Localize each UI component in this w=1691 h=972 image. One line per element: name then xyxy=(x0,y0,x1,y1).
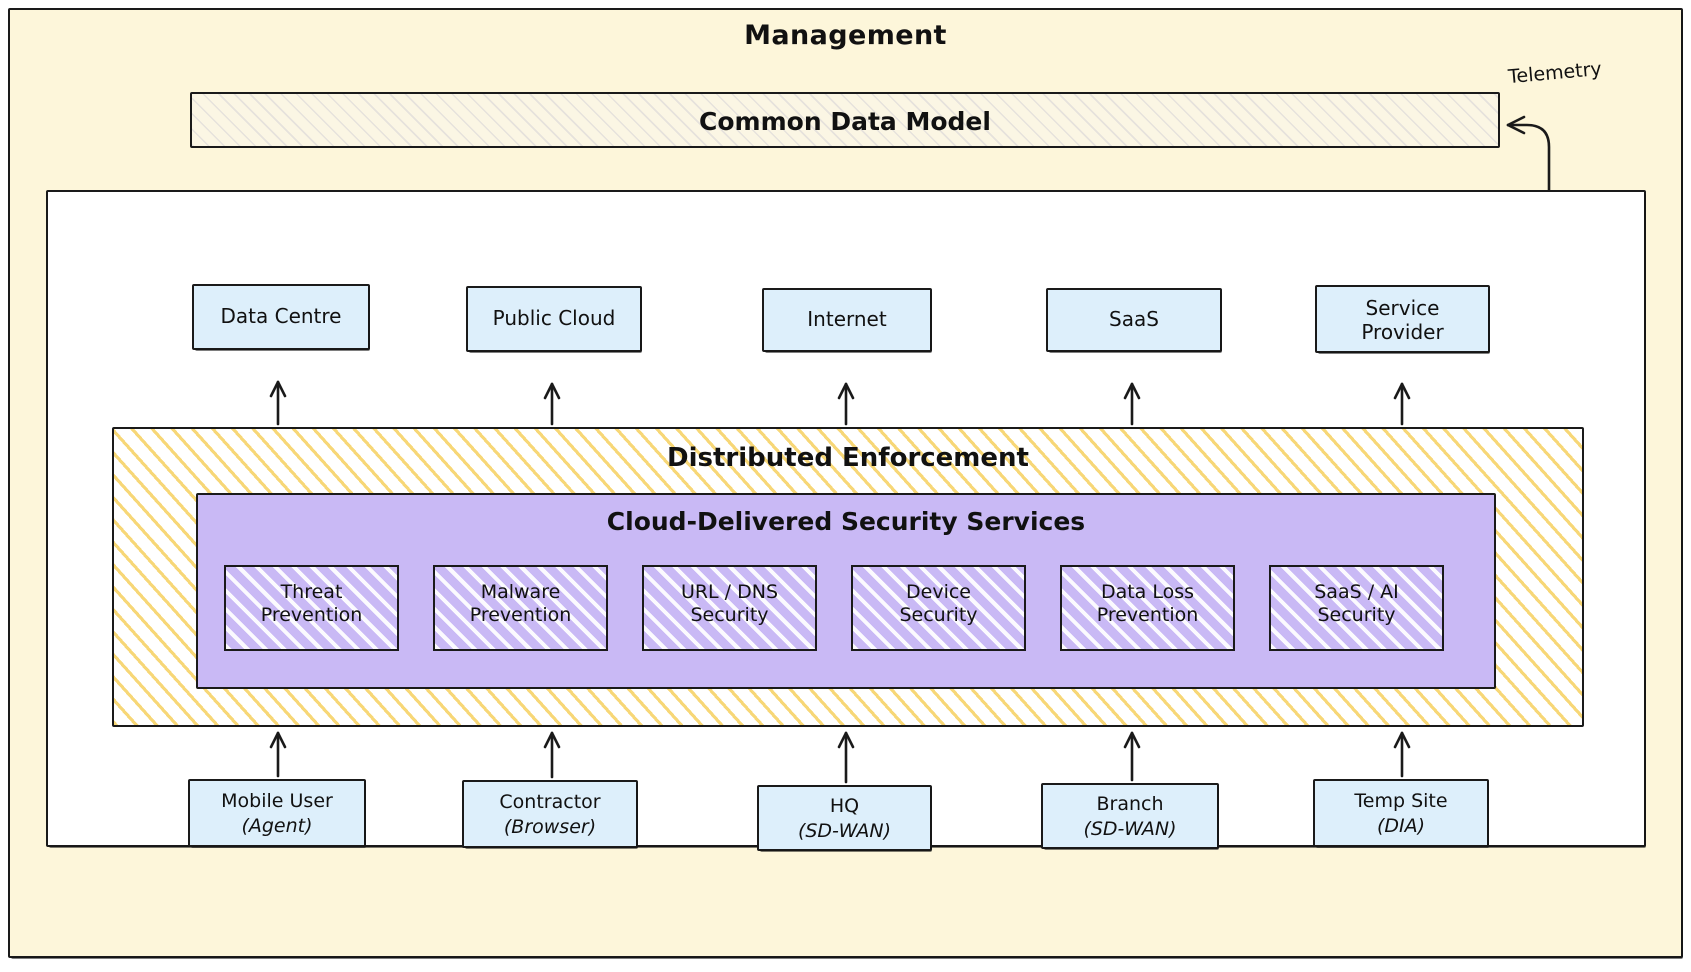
service-malware-prevention[interactable]: Malware Prevention xyxy=(433,565,608,651)
endpoint-mode: (SD-WAN) xyxy=(1083,818,1177,840)
cloud-delivered-security-services-box: Cloud-Delivered Security Services Threat… xyxy=(196,493,1496,689)
service-device-security[interactable]: Device Security xyxy=(851,565,1026,651)
management-title: Management xyxy=(744,20,947,51)
destination-label: Internet xyxy=(807,307,887,331)
destination-label: Service Provider xyxy=(1361,296,1444,345)
destination-public-cloud[interactable]: Public Cloud xyxy=(466,286,642,353)
destination-label: Data Centre xyxy=(220,304,342,328)
common-data-model-label: Common Data Model xyxy=(699,107,991,136)
destination-data-centre[interactable]: Data Centre xyxy=(192,284,370,351)
endpoint-contractor[interactable]: Contractor (Browser) xyxy=(462,780,638,849)
service-label: SaaS / AI Security xyxy=(1314,581,1399,627)
service-threat-prevention[interactable]: Threat Prevention xyxy=(224,565,399,651)
endpoint-hq[interactable]: HQ (SD-WAN) xyxy=(757,785,932,852)
endpoint-name: Branch xyxy=(1096,793,1164,815)
destination-label: SaaS xyxy=(1109,307,1159,331)
endpoint-mode: (Agent) xyxy=(241,815,313,837)
common-data-model-box: Common Data Model xyxy=(190,92,1500,148)
distributed-enforcement-label: Distributed Enforcement xyxy=(667,443,1029,473)
destination-label: Public Cloud xyxy=(492,306,616,330)
destination-saas[interactable]: SaaS xyxy=(1046,288,1222,353)
destination-service-provider[interactable]: Service Provider xyxy=(1315,285,1490,354)
endpoint-name: Mobile User xyxy=(221,790,333,812)
service-label: Device Security xyxy=(899,581,978,627)
endpoint-name: Contractor xyxy=(499,791,601,813)
endpoint-mobile-user[interactable]: Mobile User (Agent) xyxy=(188,779,366,848)
service-label: Data Loss Prevention xyxy=(1096,581,1199,627)
service-data-loss-prevention[interactable]: Data Loss Prevention xyxy=(1060,565,1235,651)
endpoint-mode: (Browser) xyxy=(503,816,597,838)
service-url-dns-security[interactable]: URL / DNS Security xyxy=(642,565,817,651)
cloud-security-services-label: Cloud-Delivered Security Services xyxy=(606,507,1086,536)
endpoint-mode: (DIA) xyxy=(1376,815,1426,837)
endpoint-name: Temp Site xyxy=(1354,790,1448,812)
endpoint-mode: (SD-WAN) xyxy=(797,820,892,842)
service-saas-ai-security[interactable]: SaaS / AI Security xyxy=(1269,565,1444,651)
service-label: Malware Prevention xyxy=(469,581,572,627)
endpoint-branch[interactable]: Branch (SD-WAN) xyxy=(1041,783,1219,850)
destination-internet[interactable]: Internet xyxy=(762,288,932,353)
service-label: URL / DNS Security xyxy=(680,581,779,627)
endpoint-temp-site[interactable]: Temp Site (DIA) xyxy=(1313,779,1489,848)
endpoint-name: HQ xyxy=(829,795,860,817)
service-label: Threat Prevention xyxy=(260,581,363,627)
